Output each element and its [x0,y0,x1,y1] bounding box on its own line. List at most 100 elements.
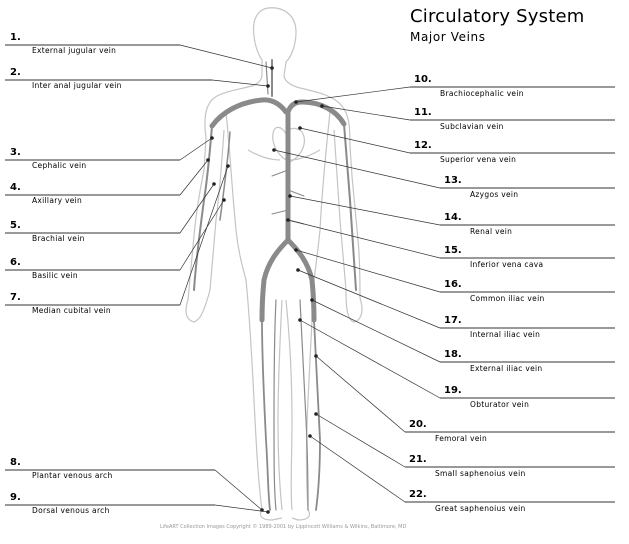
label-left-5: 5. Brachial vein [5,182,216,243]
leader-dot [294,100,298,104]
label-left-1: 1.External jugular vein [5,32,274,70]
right-arm-vein-path [343,123,357,291]
page-title: Circulatory System [410,6,585,27]
leader-line [295,249,441,293]
label-number: 5. [10,220,21,231]
label-number: 20. [409,419,427,430]
label-number: 3. [10,147,21,158]
label-number: 15. [444,245,462,256]
leader-line [295,86,411,103]
leader-dot [298,126,302,130]
label-number: 12. [414,140,432,151]
label-number: 19. [444,385,462,396]
page-subtitle: Major Veins [410,30,486,44]
leader-line [299,319,441,399]
label-number: 22. [409,489,427,500]
label-number: 6. [10,257,21,268]
label-right-10: 10.Brachiocephalic vein [294,74,615,104]
left-common-iliac-path [259,237,291,323]
label-right-21: 21. Small saphenoius vein [314,412,615,478]
leader-line [287,219,441,259]
left-arm-vein-path [193,125,213,291]
leader-line [289,195,441,226]
leader-dot [222,198,226,202]
left-basilic-path [219,131,231,221]
label-name: Small saphenoius vein [435,469,526,478]
label-name: Inferior vena cava [470,260,543,269]
body-outline [185,7,363,521]
leader-line [179,165,229,306]
label-right-16: 16. Common iliac vein [294,248,615,303]
leader-line [211,79,269,87]
vein-network [193,59,357,511]
label-left-8: 8. Plantar venous arch [5,457,264,512]
label-right-22: 22.Great saphenoius vein [308,434,615,513]
leader-line [311,299,441,363]
label-number: 4. [10,182,21,193]
label-name: Renal vein [470,227,512,236]
label-number: 18. [444,349,462,360]
label-left-9: 9. Dorsal venous arch [5,492,270,515]
label-right-11: 11.Subclavian vein [320,104,615,131]
leader-line [214,469,263,511]
leader-line [273,149,441,189]
left-subclavian-path [209,97,289,129]
leader-dot [310,298,314,302]
left-saphenous-path [273,299,277,511]
leader-dot [210,136,214,140]
leader-line [214,504,269,513]
label-right-13: 13.Azygos vein [272,148,615,199]
leader-line [321,105,411,121]
label-left-7: 7. Median cubital vein [5,164,230,315]
leader-line [315,413,406,468]
leader-line [179,183,215,234]
label-left-6: 6.Basilic vein [5,198,226,280]
label-number: 9. [10,492,21,503]
leader-line [179,199,225,271]
leader-dot [206,158,210,162]
label-number: 8. [10,457,21,468]
leader-line [179,44,273,69]
label-right-12: 12.Superior vena vein [298,126,615,164]
label-number: 14. [444,212,462,223]
label-name: Brachiocephalic vein [440,89,524,98]
label-number: 7. [10,292,21,303]
label-number: 16. [444,279,462,290]
label-right-18: 18. External iliac vein [310,298,615,373]
label-name: Plantar venous arch [32,471,113,480]
label-right-15: 15. Inferior vena cava [286,218,615,269]
label-name: Dorsal venous arch [32,506,110,515]
leader-line [315,355,406,433]
label-name: Femoral vein [435,434,487,443]
leader-dot [266,510,270,514]
label-name: External jugular vein [32,46,116,55]
leader-line [179,137,213,161]
label-name: Median cubital vein [32,306,111,315]
leader-dot [226,164,230,168]
label-name: Internal iliac vein [470,330,540,339]
label-name: Azygos vein [470,190,518,199]
internal-jugular-vein-path [265,61,269,95]
label-name: Cephalic vein [32,161,86,170]
label-number: 21. [409,454,427,465]
label-name: Inter anal jugular vein [32,81,122,90]
leader-line [299,127,411,154]
label-right-14: 14. Renal vein [288,194,615,236]
copyright-note: LifeART Collection Images Copyright © 19… [160,524,407,530]
label-right-20: 20. Femoral vein [314,354,615,443]
leader-dot [212,182,216,186]
leader-line [179,159,209,196]
label-name: Brachial vein [32,234,85,243]
leader-dot [320,104,324,108]
leader-dot [314,354,318,358]
label-number: 17. [444,315,462,326]
label-name: Axillary vein [32,196,82,205]
leader-line [309,435,406,503]
label-left-4: 4. Axillary vein [5,158,210,205]
leader-dot [286,218,290,222]
left-leg-vein-path [261,319,271,511]
label-name: Common iliac vein [470,294,545,303]
label-name: External iliac vein [470,364,542,373]
